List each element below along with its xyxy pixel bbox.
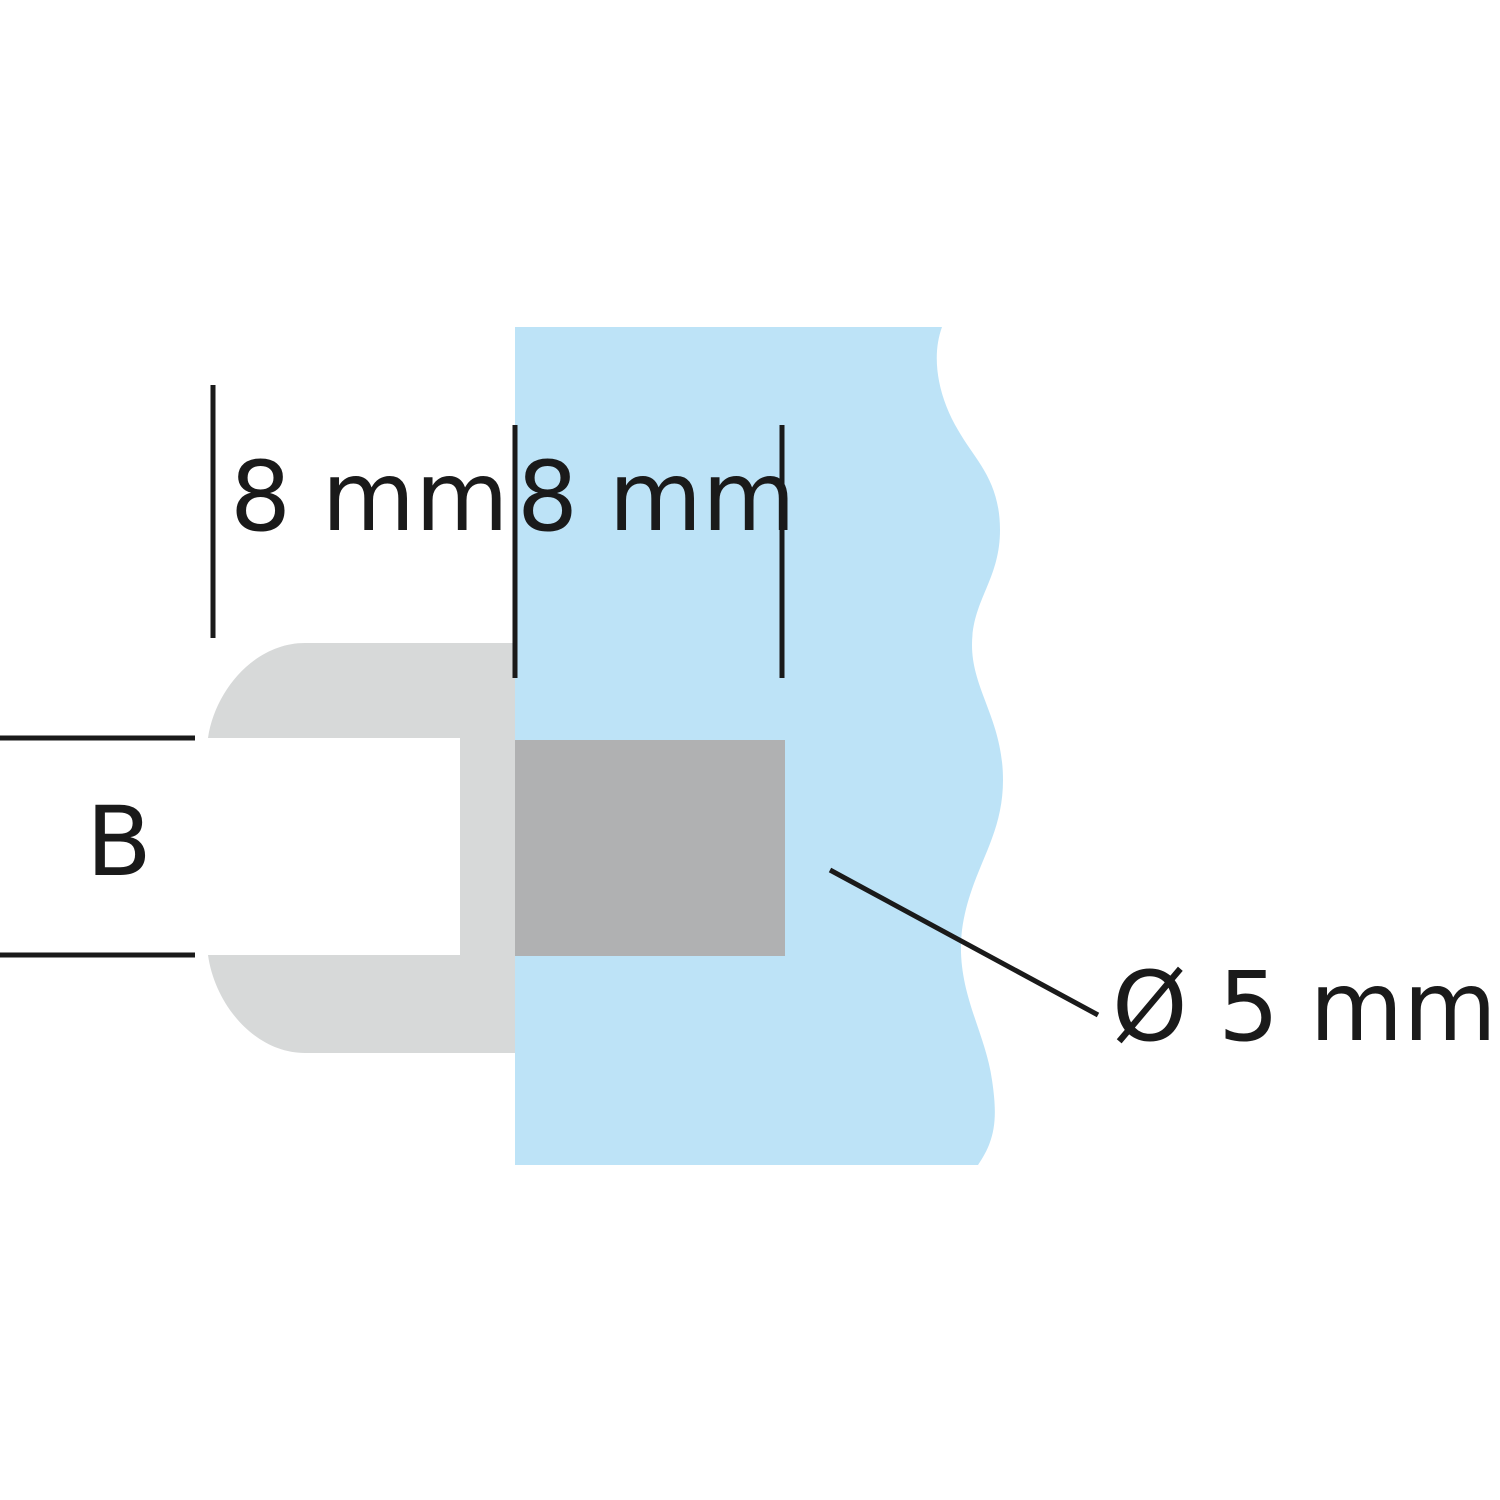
cap-slot [208,741,457,952]
dim-right-label: 8 mm [517,441,796,553]
diameter-label: Ø 5 mm [1112,951,1497,1063]
clamp-cap [208,643,515,1053]
diameter-leader-line [828,867,1100,1018]
pin [515,740,785,956]
b-label: B [86,786,152,898]
dim-left-label: 8 mm [230,441,509,553]
